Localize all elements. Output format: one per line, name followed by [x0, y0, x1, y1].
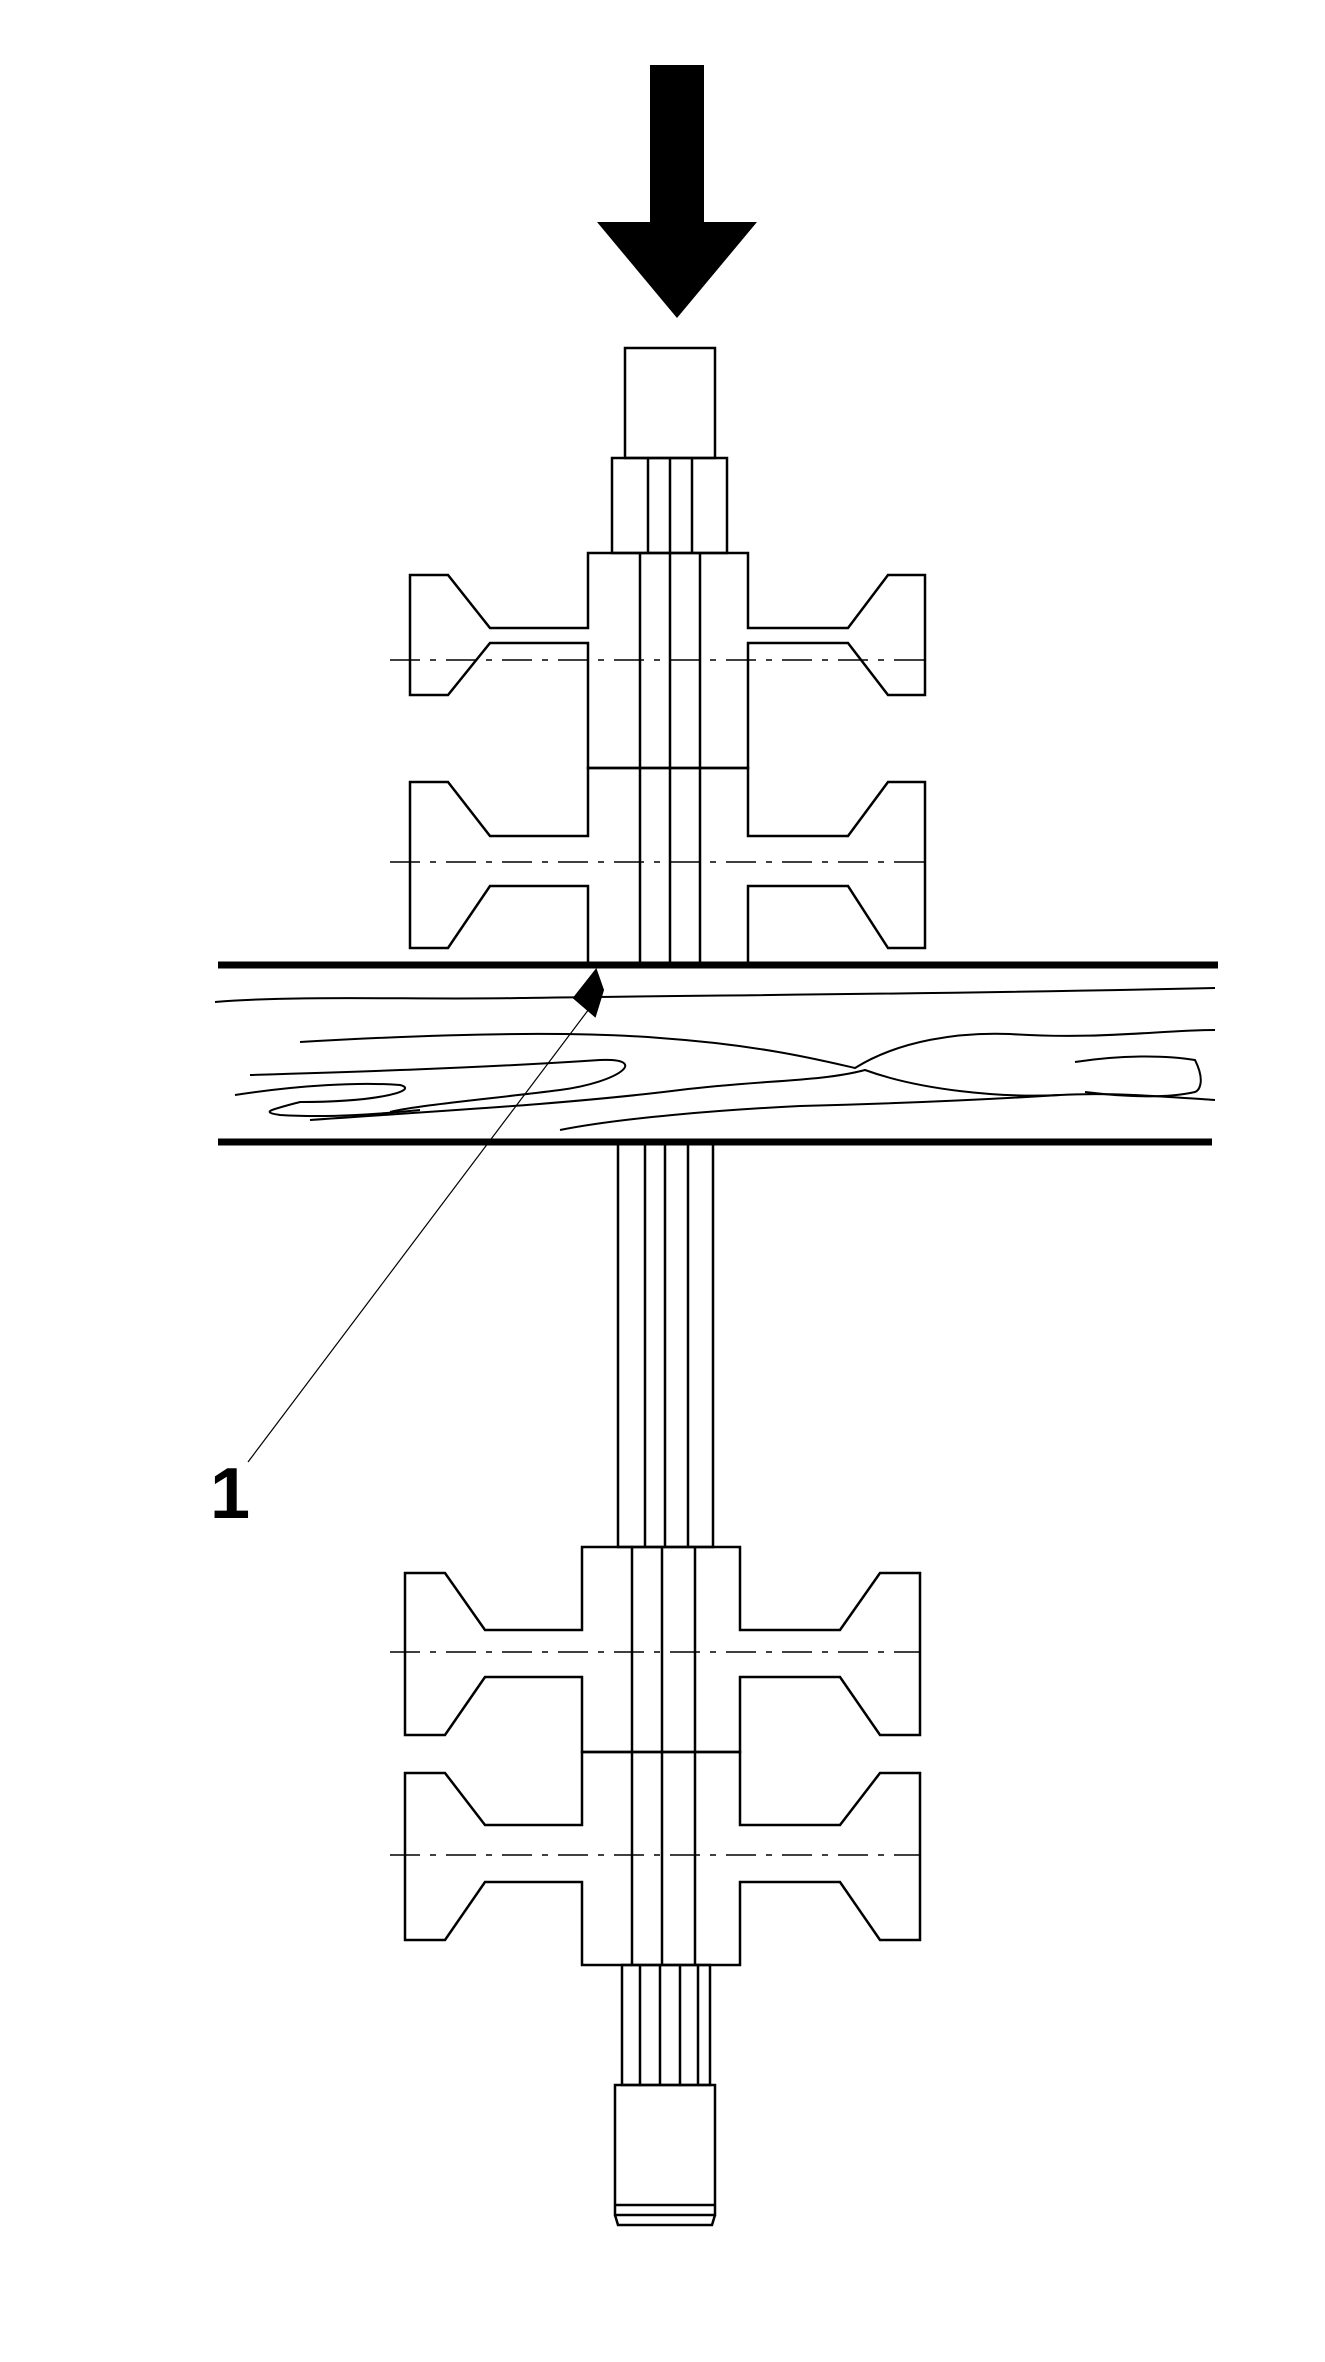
upper-roller-bottom: [390, 766, 927, 967]
upper-shaft: [610, 346, 729, 555]
wood-workpiece: [214, 961, 1218, 1146]
bottom-shaft-end: [613, 1963, 717, 2227]
down-arrow-icon: [597, 65, 757, 318]
callout-label-1: 1: [210, 1454, 250, 1534]
lower-roller-bottom: [390, 1750, 922, 1967]
wood-grain: [214, 987, 1216, 1131]
lower-shaft: [616, 1140, 715, 1549]
callout-leader-1: [247, 1004, 593, 1463]
lower-roller-top: [390, 1545, 922, 1754]
upper-roller-top: [390, 551, 927, 770]
